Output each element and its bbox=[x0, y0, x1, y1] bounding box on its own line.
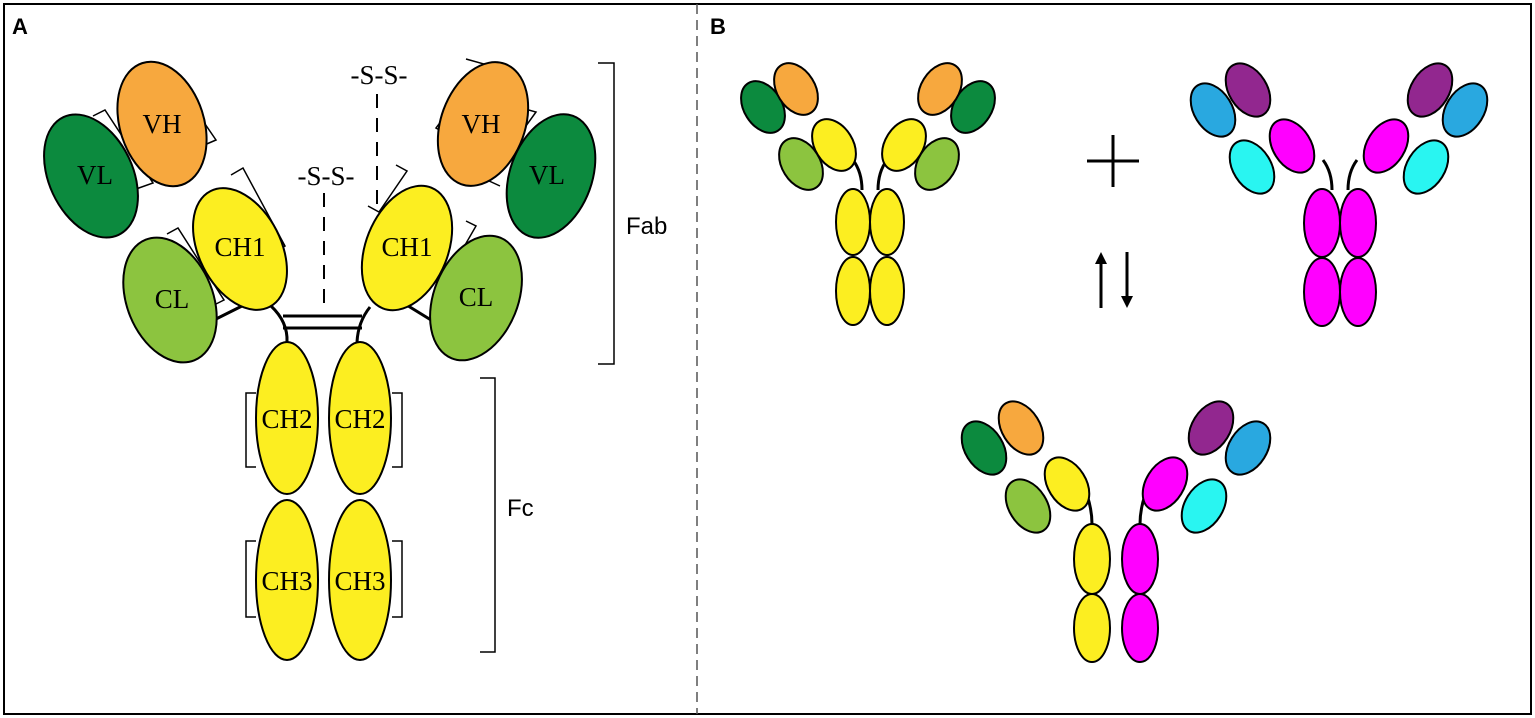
ab3-cl-right bbox=[1180, 478, 1228, 534]
ab1-ch1-left bbox=[811, 118, 857, 172]
svg-text:VL: VL bbox=[77, 160, 113, 190]
panel-b bbox=[740, 62, 1489, 663]
svg-text:CL: CL bbox=[155, 284, 190, 314]
ab3-ch3-left bbox=[1073, 593, 1111, 663]
ab3-vl-right bbox=[1224, 420, 1272, 476]
ab3-ch2-right bbox=[1121, 523, 1159, 595]
ab2-ch3-right bbox=[1339, 257, 1377, 327]
ab2-ch1-right bbox=[1362, 118, 1410, 174]
ab1-ch3-right bbox=[869, 256, 905, 326]
panel-a: -S-S- -S-S- VL VH CL CH1 VH bbox=[43, 58, 667, 661]
ab2-vl-left bbox=[1189, 82, 1237, 138]
ab2-ch2-right bbox=[1339, 188, 1377, 258]
ch2-domain-left: CH2 bbox=[255, 341, 319, 495]
ch1-domain-left: CH1 bbox=[192, 187, 288, 311]
ch1-domain-right: CH1 bbox=[360, 184, 454, 312]
disulfide-label-lower: -S-S- bbox=[297, 161, 354, 191]
ab3-cl-left bbox=[1004, 478, 1052, 534]
ab3-vl-left bbox=[960, 420, 1008, 476]
ch3-domain-left: CH3 bbox=[255, 499, 319, 661]
svg-text:CH2: CH2 bbox=[334, 404, 385, 434]
fab-label: Fab bbox=[626, 213, 667, 240]
panel-label-a: A bbox=[12, 14, 28, 39]
ab2-cl-right bbox=[1402, 139, 1450, 195]
ch3-domain-right: CH3 bbox=[328, 499, 392, 661]
ab1-ch1-right bbox=[881, 118, 927, 172]
ab2-vh-right bbox=[1406, 62, 1454, 118]
ab3-vh-left bbox=[997, 400, 1045, 456]
svg-text:CH1: CH1 bbox=[381, 232, 432, 262]
ab3-ch2-left bbox=[1073, 523, 1111, 595]
hinge-linkers bbox=[213, 302, 432, 343]
ab3-ch1-left bbox=[1043, 456, 1091, 512]
cl-domain-left: CL bbox=[122, 236, 218, 364]
fc-label: Fc bbox=[507, 495, 534, 522]
antibody-1 bbox=[740, 62, 996, 326]
ab1-vh-left bbox=[773, 62, 819, 116]
ab2-vl-right bbox=[1441, 82, 1489, 138]
ab2-vh-left bbox=[1224, 62, 1272, 118]
ab3-ch3-right bbox=[1121, 593, 1159, 663]
plus-icon bbox=[1087, 135, 1139, 187]
svg-text:CH3: CH3 bbox=[334, 566, 385, 596]
equilibrium-arrows-icon bbox=[1095, 252, 1133, 308]
vh-domain-right: VH bbox=[436, 61, 530, 187]
ab2-cl-left bbox=[1228, 139, 1276, 195]
ab1-ch2-right bbox=[869, 188, 905, 256]
svg-text:VH: VH bbox=[143, 109, 182, 139]
ch2-domain-right: CH2 bbox=[328, 341, 392, 495]
fab-bracket bbox=[598, 62, 615, 365]
ab2-ch2-left bbox=[1303, 188, 1341, 258]
vl-domain-right: VL bbox=[505, 113, 597, 239]
antibody-2 bbox=[1189, 62, 1489, 327]
disulfide-label-upper: -S-S- bbox=[350, 60, 407, 90]
ab1-vh-right bbox=[917, 62, 963, 116]
ab3-vh-right bbox=[1187, 400, 1235, 456]
svg-text:VH: VH bbox=[462, 109, 501, 139]
ab1-ch3-left bbox=[835, 256, 871, 326]
ab2-ch1-left bbox=[1268, 118, 1316, 174]
svg-text:CH3: CH3 bbox=[261, 566, 312, 596]
ab1-ch2-left bbox=[835, 188, 871, 256]
svg-text:CL: CL bbox=[459, 282, 494, 312]
ab3-ch1-right bbox=[1141, 456, 1189, 512]
antibody-3-bispecific bbox=[960, 400, 1272, 663]
cl-domain-right: CL bbox=[429, 234, 523, 362]
vh-domain-left: VH bbox=[116, 60, 208, 188]
fc-bracket bbox=[480, 377, 496, 653]
svg-text:VL: VL bbox=[529, 160, 565, 190]
disulfide-bonds bbox=[283, 94, 378, 330]
vl-domain-left: VL bbox=[43, 113, 139, 239]
svg-text:CH1: CH1 bbox=[214, 232, 265, 262]
figure-border bbox=[3, 3, 1532, 715]
panel-label-b: B bbox=[710, 14, 726, 39]
svg-text:CH2: CH2 bbox=[261, 404, 312, 434]
ab2-ch3-left bbox=[1303, 257, 1341, 327]
